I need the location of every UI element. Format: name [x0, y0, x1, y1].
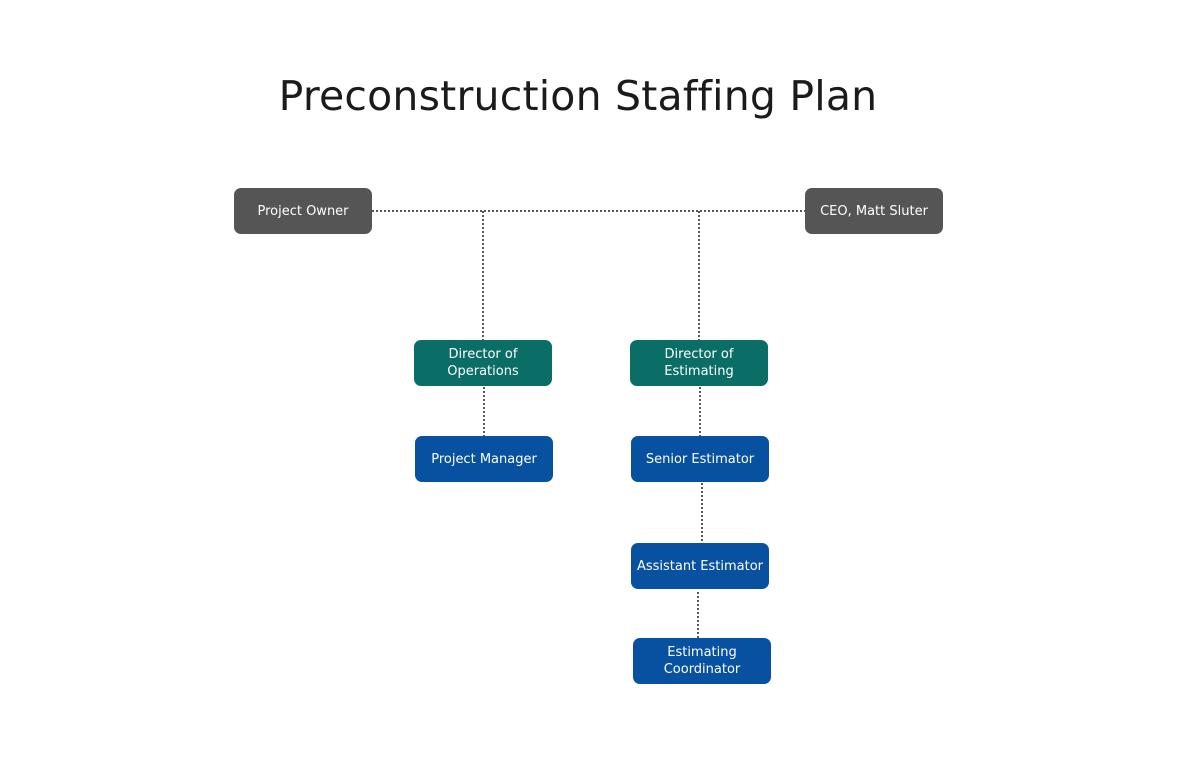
node-label: Project Owner	[257, 203, 349, 219]
node-director-of-estimating: Director of Estimating	[630, 340, 768, 386]
node-ceo: CEO, Matt Sluter	[805, 188, 943, 234]
node-estimating-coordinator: Estimating Coordinator	[633, 638, 771, 684]
node-project-manager: Project Manager	[415, 436, 553, 482]
node-project-owner: Project Owner	[234, 188, 372, 234]
node-senior-estimator: Senior Estimator	[631, 436, 769, 482]
node-label: CEO, Matt Sluter	[820, 203, 928, 219]
node-label: Estimating Coordinator	[663, 645, 741, 677]
node-assistant-estimator: Assistant Estimator	[631, 543, 769, 589]
node-director-of-operations: Director of Operations	[414, 340, 552, 386]
node-label: Director of Estimating	[664, 347, 734, 379]
node-label: Assistant Estimator	[636, 558, 764, 574]
node-label: Project Manager	[431, 451, 537, 467]
page-title: Preconstruction Staffing Plan	[278, 72, 878, 120]
node-label: Director of Operations	[447, 347, 519, 379]
node-label: Senior Estimator	[645, 451, 755, 467]
